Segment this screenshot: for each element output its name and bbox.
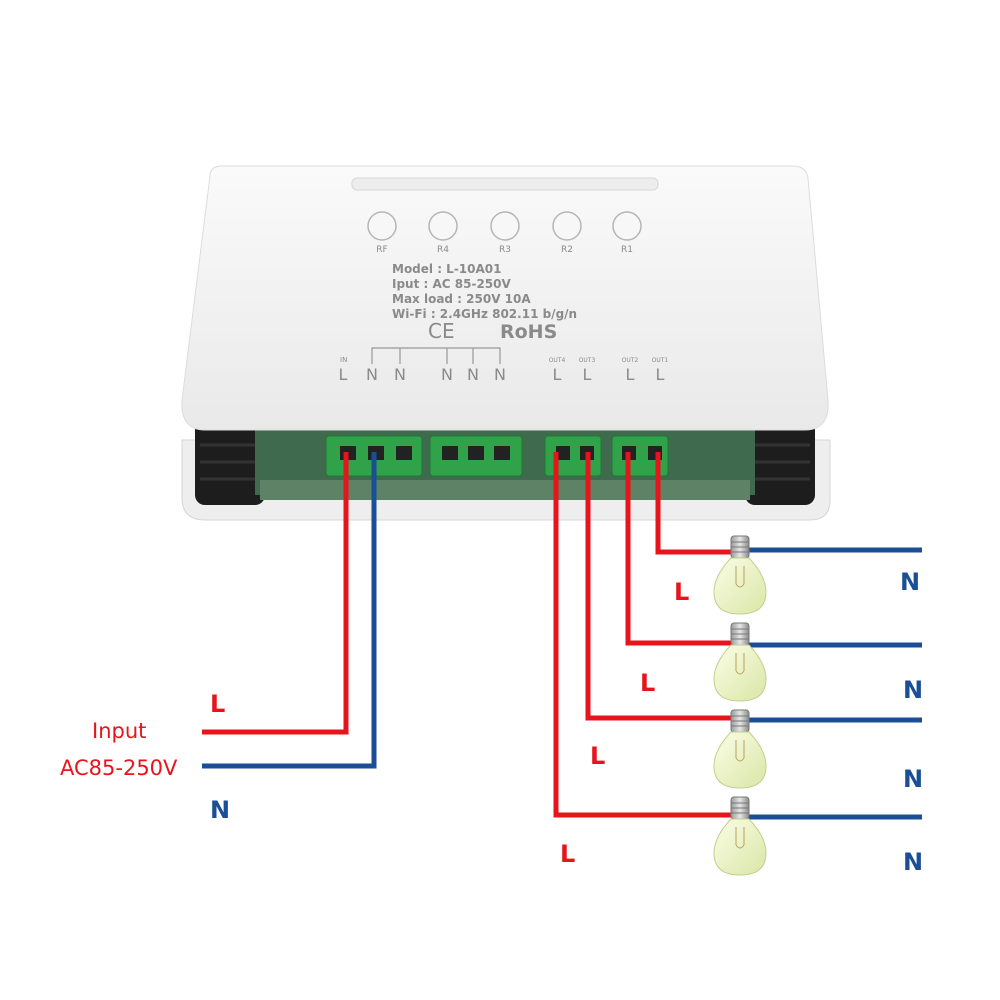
button-label-r4: R4 [437, 245, 449, 255]
out1-label: OUT1 [652, 357, 669, 364]
out2-label: OUT2 [622, 357, 639, 364]
out1-terminal: L [656, 365, 665, 384]
out1-live-wire [655, 452, 738, 555]
button-label-r2: R2 [561, 245, 573, 255]
max-load-text: Max load : 250V 10A [392, 292, 531, 306]
device-cover [181, 165, 829, 431]
load2-neutral-label: N [903, 676, 923, 704]
out3-terminal: L [583, 365, 592, 384]
out2-live-wire [625, 452, 738, 646]
bulb-4 [713, 796, 767, 876]
load4-neutral-label: N [903, 848, 923, 876]
out4-label: OUT4 [549, 357, 566, 364]
r4-button[interactable] [428, 211, 458, 241]
status-led-strip [351, 177, 659, 191]
load1-neutral-label: N [900, 568, 920, 596]
in-terminal-4: N [467, 365, 479, 384]
button-label-rf: RF [376, 245, 387, 255]
rf-button[interactable] [367, 211, 397, 241]
smart-switch-device: RF R4 R3 R2 R1 Model : L-10A01 Iput : AC… [181, 165, 831, 521]
output-terminal-block-a [544, 435, 602, 477]
in-terminal-1: N [366, 365, 378, 384]
input-labels: Input AC85-250V L N [60, 690, 230, 824]
button-label-r1: R1 [621, 245, 633, 255]
r2-button[interactable] [552, 211, 582, 241]
input-neutral-wire [202, 452, 377, 769]
ce-mark: CE [428, 319, 455, 343]
load3-neutral-label: N [903, 765, 923, 793]
wires [202, 452, 922, 820]
button-label-r3: R3 [499, 245, 511, 255]
button-row: RF R4 R3 R2 R1 [367, 211, 642, 255]
wifi-text: Wi-Fi : 2.4GHz 802.11 b/g/n [392, 307, 577, 321]
input-label-line1: Input [92, 719, 146, 743]
bulb-2 [713, 622, 767, 702]
in-terminal-0: L [339, 365, 348, 384]
device-spec-text: Model : L-10A01 Iput : AC 85-250V Max lo… [392, 262, 577, 343]
in-terminal-5: N [494, 365, 506, 384]
rohs-mark: RoHS [500, 321, 557, 343]
out4-live-wire [553, 452, 738, 818]
model-text: Model : L-10A01 [392, 262, 502, 276]
input-label-line2: AC85-250V [60, 756, 178, 780]
input-live-wire [202, 452, 349, 735]
in-label: IN [340, 356, 347, 364]
input-spec-text: Iput : AC 85-250V [392, 277, 511, 291]
load1-live-label: L [674, 578, 689, 606]
input-neutral-label: N [210, 796, 230, 824]
r3-button[interactable] [490, 211, 520, 241]
load4-live-label: L [560, 840, 575, 868]
bulb-3 [713, 709, 767, 789]
out2-terminal: L [626, 365, 635, 384]
out4-terminal: L [553, 365, 562, 384]
load3-live-label: L [590, 742, 605, 770]
r1-button[interactable] [612, 211, 642, 241]
load-labels: L L L L N N N N [560, 568, 923, 876]
load2-live-label: L [640, 669, 655, 697]
out3-label: OUT3 [579, 357, 596, 364]
input-live-label: L [210, 690, 225, 718]
neutral-terminal-block [429, 435, 523, 477]
bulb-1 [713, 535, 767, 615]
in-terminal-2: N [394, 365, 406, 384]
in-terminal-3: N [441, 365, 453, 384]
terminal-labels: IN L N N N N N N OUT4 OUT3 OUT2 OUT1 L L… [339, 347, 669, 384]
out3-live-wire [585, 452, 738, 721]
